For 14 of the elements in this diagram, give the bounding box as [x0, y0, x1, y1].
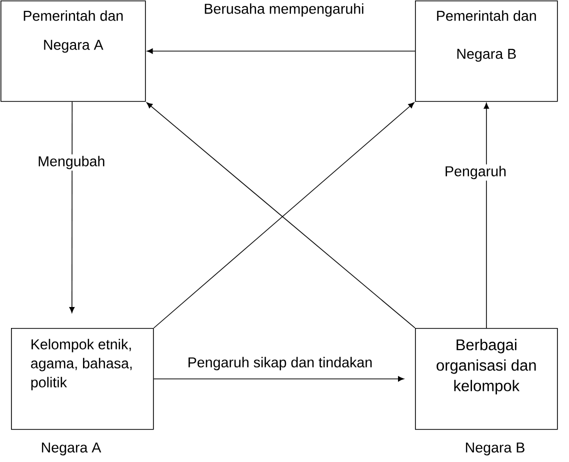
text-box: Pemerintah dan Negara A — [0, 0, 146, 102]
arrow — [146, 48, 416, 54]
node-label: Negara A — [42, 442, 102, 456]
arrow — [69, 101, 75, 313]
node-label: Negara B — [466, 442, 524, 456]
edge-label: Mengubah — [36, 154, 107, 171]
edge-label: Berusaha mempengaruhi — [202, 2, 366, 18]
text-box: Kelompok etnik, agama, bahasa, politik — [11, 328, 154, 430]
arrow — [153, 376, 404, 382]
text-box: Pemerintah dan Negara B — [415, 0, 558, 102]
arrow — [484, 102, 490, 328]
edge-label: Pengaruh — [443, 164, 508, 181]
text-box: Berbagai organisasi dan kelompok — [415, 328, 558, 430]
edge-label: Pengaruh sikap dan tindakan — [186, 355, 374, 372]
